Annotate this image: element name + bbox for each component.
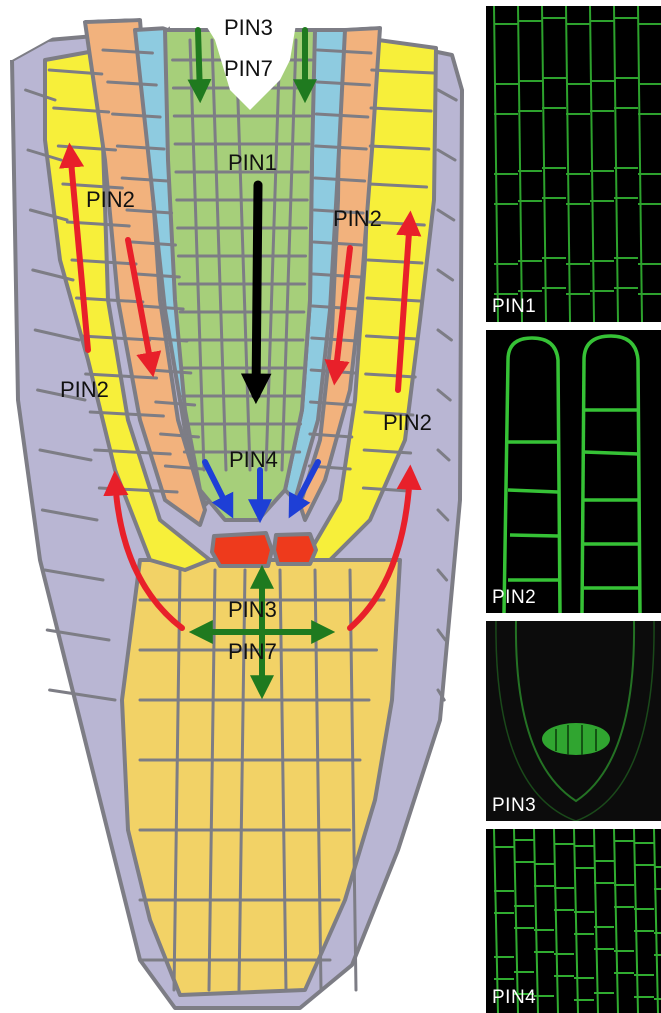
quiescent-center-cell-left (212, 533, 272, 566)
label-pin2-lower-right: PIN2 (383, 410, 432, 435)
arrow-pin3-top-left (198, 30, 200, 96)
quiescent-center-cell-right (274, 534, 316, 564)
micrograph-label-pin4: PIN4 (492, 987, 536, 1009)
label-pin3-top: PIN3 (224, 15, 273, 40)
label-pin2-upper-left: PIN2 (86, 187, 135, 212)
micrograph-pin1: PIN1 (486, 6, 661, 322)
label-pin4: PIN4 (229, 447, 278, 472)
label-pin2-upper-right: PIN2 (333, 206, 382, 231)
micrograph-pin3: PIN3 (486, 621, 661, 821)
label-pin7-top: PIN7 (224, 56, 273, 81)
fluorescence-image-pin2 (486, 330, 661, 613)
label-pin2-lower-left: PIN2 (60, 377, 109, 402)
fluorescence-image-pin3 (486, 621, 661, 821)
label-pin7-bottom: PIN7 (228, 639, 277, 664)
micrograph-label-pin1: PIN1 (492, 296, 536, 318)
micrograph-pin4: PIN4 (486, 829, 661, 1013)
arrow-pin1-rootward (256, 185, 258, 395)
label-pin3-bottom: PIN3 (228, 597, 277, 622)
micrograph-label-pin3: PIN3 (492, 795, 536, 817)
micrograph-label-pin2: PIN2 (492, 587, 536, 609)
micrograph-pin2: PIN2 (486, 330, 661, 613)
label-pin1: PIN1 (228, 150, 277, 175)
fluorescence-image-pin1 (486, 6, 661, 322)
fluorescence-image-pin4 (486, 829, 661, 1013)
root-tip-diagram: PIN3 PIN7 PIN1 PIN2 PIN2 PIN2 PIN2 PIN4 … (0, 0, 480, 1013)
